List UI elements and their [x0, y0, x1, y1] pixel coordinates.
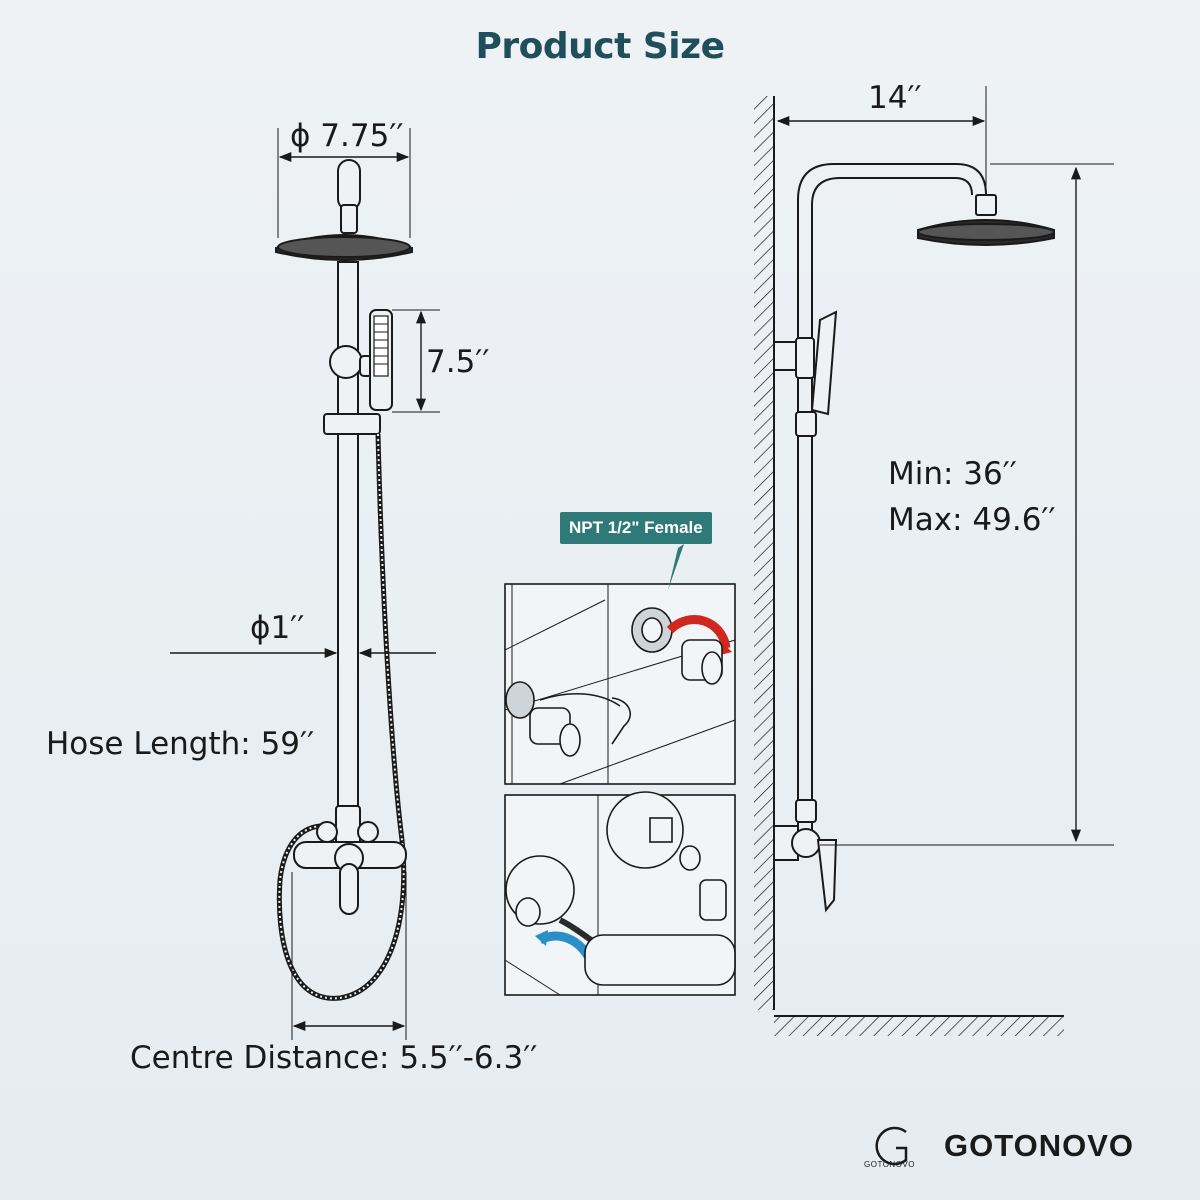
hose-length-label: Hose Length: 59′′: [46, 726, 315, 762]
pipe-diameter-label: ϕ1′′: [250, 610, 305, 646]
arm-reach-label: 14′′: [868, 80, 922, 116]
brand-name: GOTONOVO: [944, 1128, 1135, 1163]
install-inset-top: [504, 583, 736, 785]
front-view-shower: [170, 128, 440, 1040]
install-inset-bottom: [504, 791, 736, 996]
head-diameter-label: ϕ 7.75′′: [290, 118, 404, 154]
height-min-label: Min: 36′′: [888, 456, 1017, 492]
npt-badge: NPT 1/2" Female: [560, 512, 712, 544]
handheld-length-label: 7.5′′: [426, 344, 490, 380]
centre-distance-label: Centre Distance: 5.5′′-6.3′′: [130, 1040, 538, 1076]
badge-pointer: [668, 544, 684, 590]
side-view-shower: [754, 86, 1114, 1036]
page-title: Product Size: [475, 26, 726, 67]
brand-logo-mark: [875, 1126, 908, 1166]
height-max-label: Max: 49.6′′: [888, 502, 1056, 538]
brand-logo-caption: GOTONOVO: [864, 1160, 915, 1169]
